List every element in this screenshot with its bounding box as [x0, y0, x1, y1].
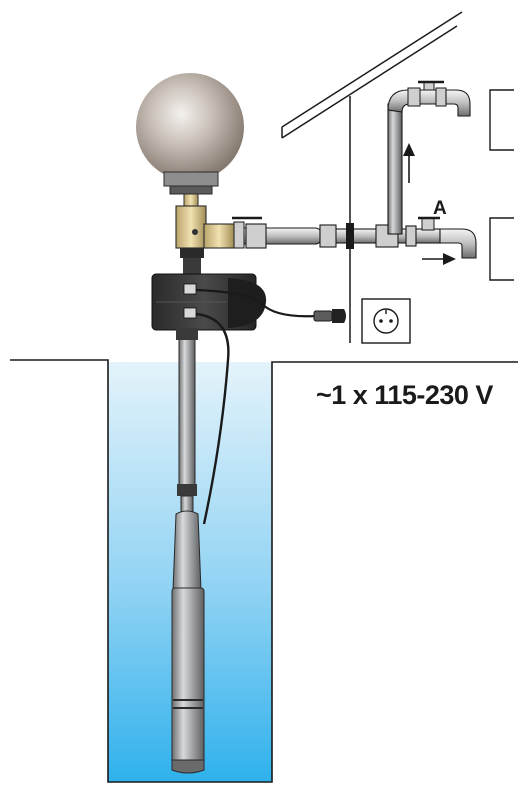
pump-base — [171, 759, 205, 774]
controller-cap — [228, 278, 267, 328]
wall-clamp — [346, 223, 354, 249]
coupling-2 — [319, 224, 337, 248]
outlet-spout-lower — [439, 228, 477, 259]
valve-pump — [233, 221, 245, 249]
power-plug — [313, 310, 333, 322]
pump-controller — [151, 273, 267, 331]
socket-pin-left — [379, 319, 383, 323]
sink-lower — [489, 217, 514, 281]
controller-port-top — [183, 283, 197, 295]
pump-body — [171, 587, 205, 767]
riser-steel — [178, 329, 196, 491]
coupling-1 — [245, 223, 267, 249]
pump-head — [172, 510, 202, 591]
tee-fitting — [175, 205, 235, 274]
roof-line — [281, 11, 463, 128]
plug-head — [332, 309, 346, 323]
submersible-pump — [171, 495, 205, 774]
outlet-spout-upper — [445, 89, 471, 117]
upper-coupling — [407, 87, 421, 107]
riser-vertical — [387, 103, 403, 235]
well — [10, 359, 518, 783]
voltage-label: ~1 x 115-230 V — [316, 380, 493, 410]
tank-collar-base — [169, 185, 213, 195]
discharge-pipe — [215, 216, 477, 259]
tank-collar — [163, 171, 219, 187]
valve-lower — [421, 217, 435, 231]
arrow-up-icon — [403, 143, 415, 156]
tee-side — [203, 223, 235, 249]
ground-line-left — [10, 359, 518, 783]
socket-face — [373, 308, 399, 334]
tee-body — [175, 205, 207, 249]
tank-sphere — [136, 73, 244, 181]
tee-nut — [180, 248, 204, 258]
arrow-right-icon — [443, 253, 456, 265]
sink-upper — [489, 89, 514, 151]
outlet-marker-label: A — [433, 198, 447, 219]
controller-port-bottom — [183, 307, 197, 319]
power-supply — [195, 288, 411, 344]
pump-cable — [195, 312, 230, 525]
pressure-tank — [136, 73, 244, 209]
tee-gauge — [192, 229, 198, 235]
power-cable — [195, 288, 317, 318]
tee-stub — [183, 258, 201, 274]
house — [281, 11, 514, 343]
upper-coupling-2 — [435, 87, 447, 107]
riser-pipe — [387, 80, 471, 235]
roof-line-inner — [281, 25, 458, 139]
coupling-4 — [405, 225, 417, 247]
riser-top-fitting — [176, 328, 198, 340]
well-riser — [176, 312, 230, 525]
socket-pin-right — [389, 319, 393, 323]
flow-arrows: A — [403, 143, 456, 265]
riser-bottom-fitting — [177, 484, 197, 496]
